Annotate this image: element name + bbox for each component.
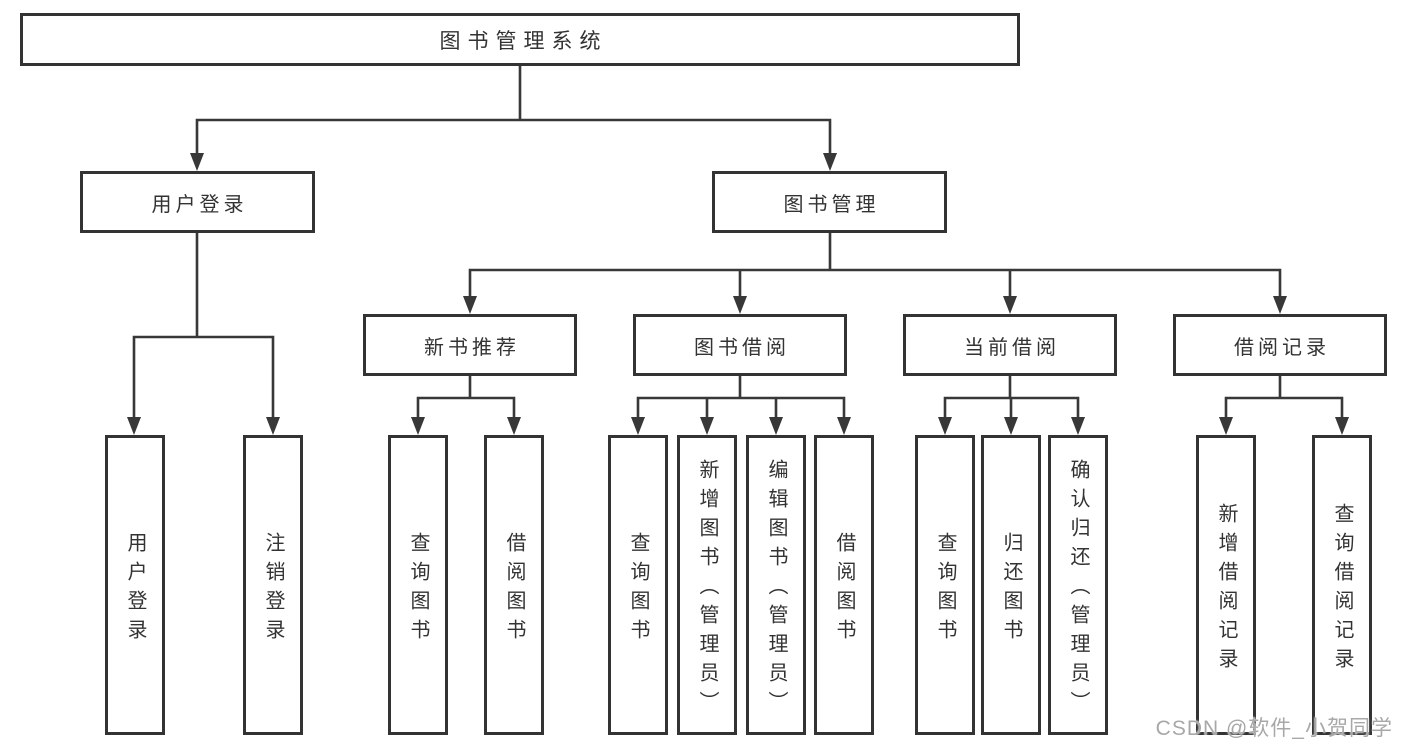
leaf-edit-books-admin: 编辑图书（管理员） xyxy=(746,435,806,735)
leaf-borrow-books-recommend: 借阅图书 xyxy=(484,435,544,735)
arrow-down-icon xyxy=(733,296,747,314)
connector-current-borrow-group xyxy=(943,374,1080,418)
leaf-logout: 注销登录 xyxy=(243,435,303,735)
leaf-add-borrow-record: 新增借阅记录 xyxy=(1196,435,1256,735)
csdn-watermark: CSDN @软件_小贺同学 xyxy=(1155,717,1393,740)
leaf-query-borrow-record: 查询借阅记录 xyxy=(1312,435,1372,735)
arrow-down-icon xyxy=(1335,417,1349,435)
arrow-down-icon xyxy=(631,417,645,435)
arrow-down-icon xyxy=(1273,296,1287,314)
node-book-borrowing: 图书借阅 xyxy=(633,314,847,376)
arrow-down-icon xyxy=(700,417,714,435)
arrow-down-icon xyxy=(938,417,952,435)
leaf-confirm-return-admin: 确认归还（管理员） xyxy=(1048,435,1108,735)
connector-book-borrow-group xyxy=(636,374,846,418)
node-user-login-group: 用户登录 xyxy=(80,171,315,233)
arrow-down-icon xyxy=(127,417,141,435)
leaf-borrow-books-borrowing: 借阅图书 xyxy=(814,435,874,735)
connector-new-book-group xyxy=(416,374,516,418)
node-library-management-system: 图书管理系统 xyxy=(20,13,1020,66)
arrow-down-icon xyxy=(411,417,425,435)
arrow-down-icon xyxy=(1219,417,1233,435)
leaf-user-login: 用户登录 xyxy=(105,435,165,735)
arrow-down-icon xyxy=(507,417,521,435)
arrow-down-icon xyxy=(1003,296,1017,314)
arrow-down-icon xyxy=(190,153,204,171)
connector-borrow-records-group xyxy=(1224,374,1344,418)
node-book-management: 图书管理 xyxy=(712,171,947,233)
node-borrowing-records: 借阅记录 xyxy=(1173,314,1387,376)
arrow-down-icon xyxy=(837,417,851,435)
arrow-down-icon xyxy=(266,417,280,435)
connector-book-management-group xyxy=(468,231,1282,297)
arrow-down-icon xyxy=(823,153,837,171)
arrow-down-icon xyxy=(769,417,783,435)
leaf-query-books-borrowing: 查询图书 xyxy=(608,435,668,735)
leaf-add-books-admin: 新增图书（管理员） xyxy=(677,435,737,735)
leaf-query-books-current: 查询图书 xyxy=(915,435,975,735)
arrow-down-icon xyxy=(463,296,477,314)
leaf-return-books: 归还图书 xyxy=(981,435,1041,735)
connector-user-login-group xyxy=(132,231,275,418)
leaf-query-books-recommend: 查询图书 xyxy=(388,435,448,735)
arrow-down-icon xyxy=(1071,417,1085,435)
node-new-book-recommend: 新书推荐 xyxy=(363,314,577,376)
connector-root-to-level2 xyxy=(195,64,832,154)
node-current-borrowing: 当前借阅 xyxy=(903,314,1117,376)
arrow-down-icon xyxy=(1004,417,1018,435)
